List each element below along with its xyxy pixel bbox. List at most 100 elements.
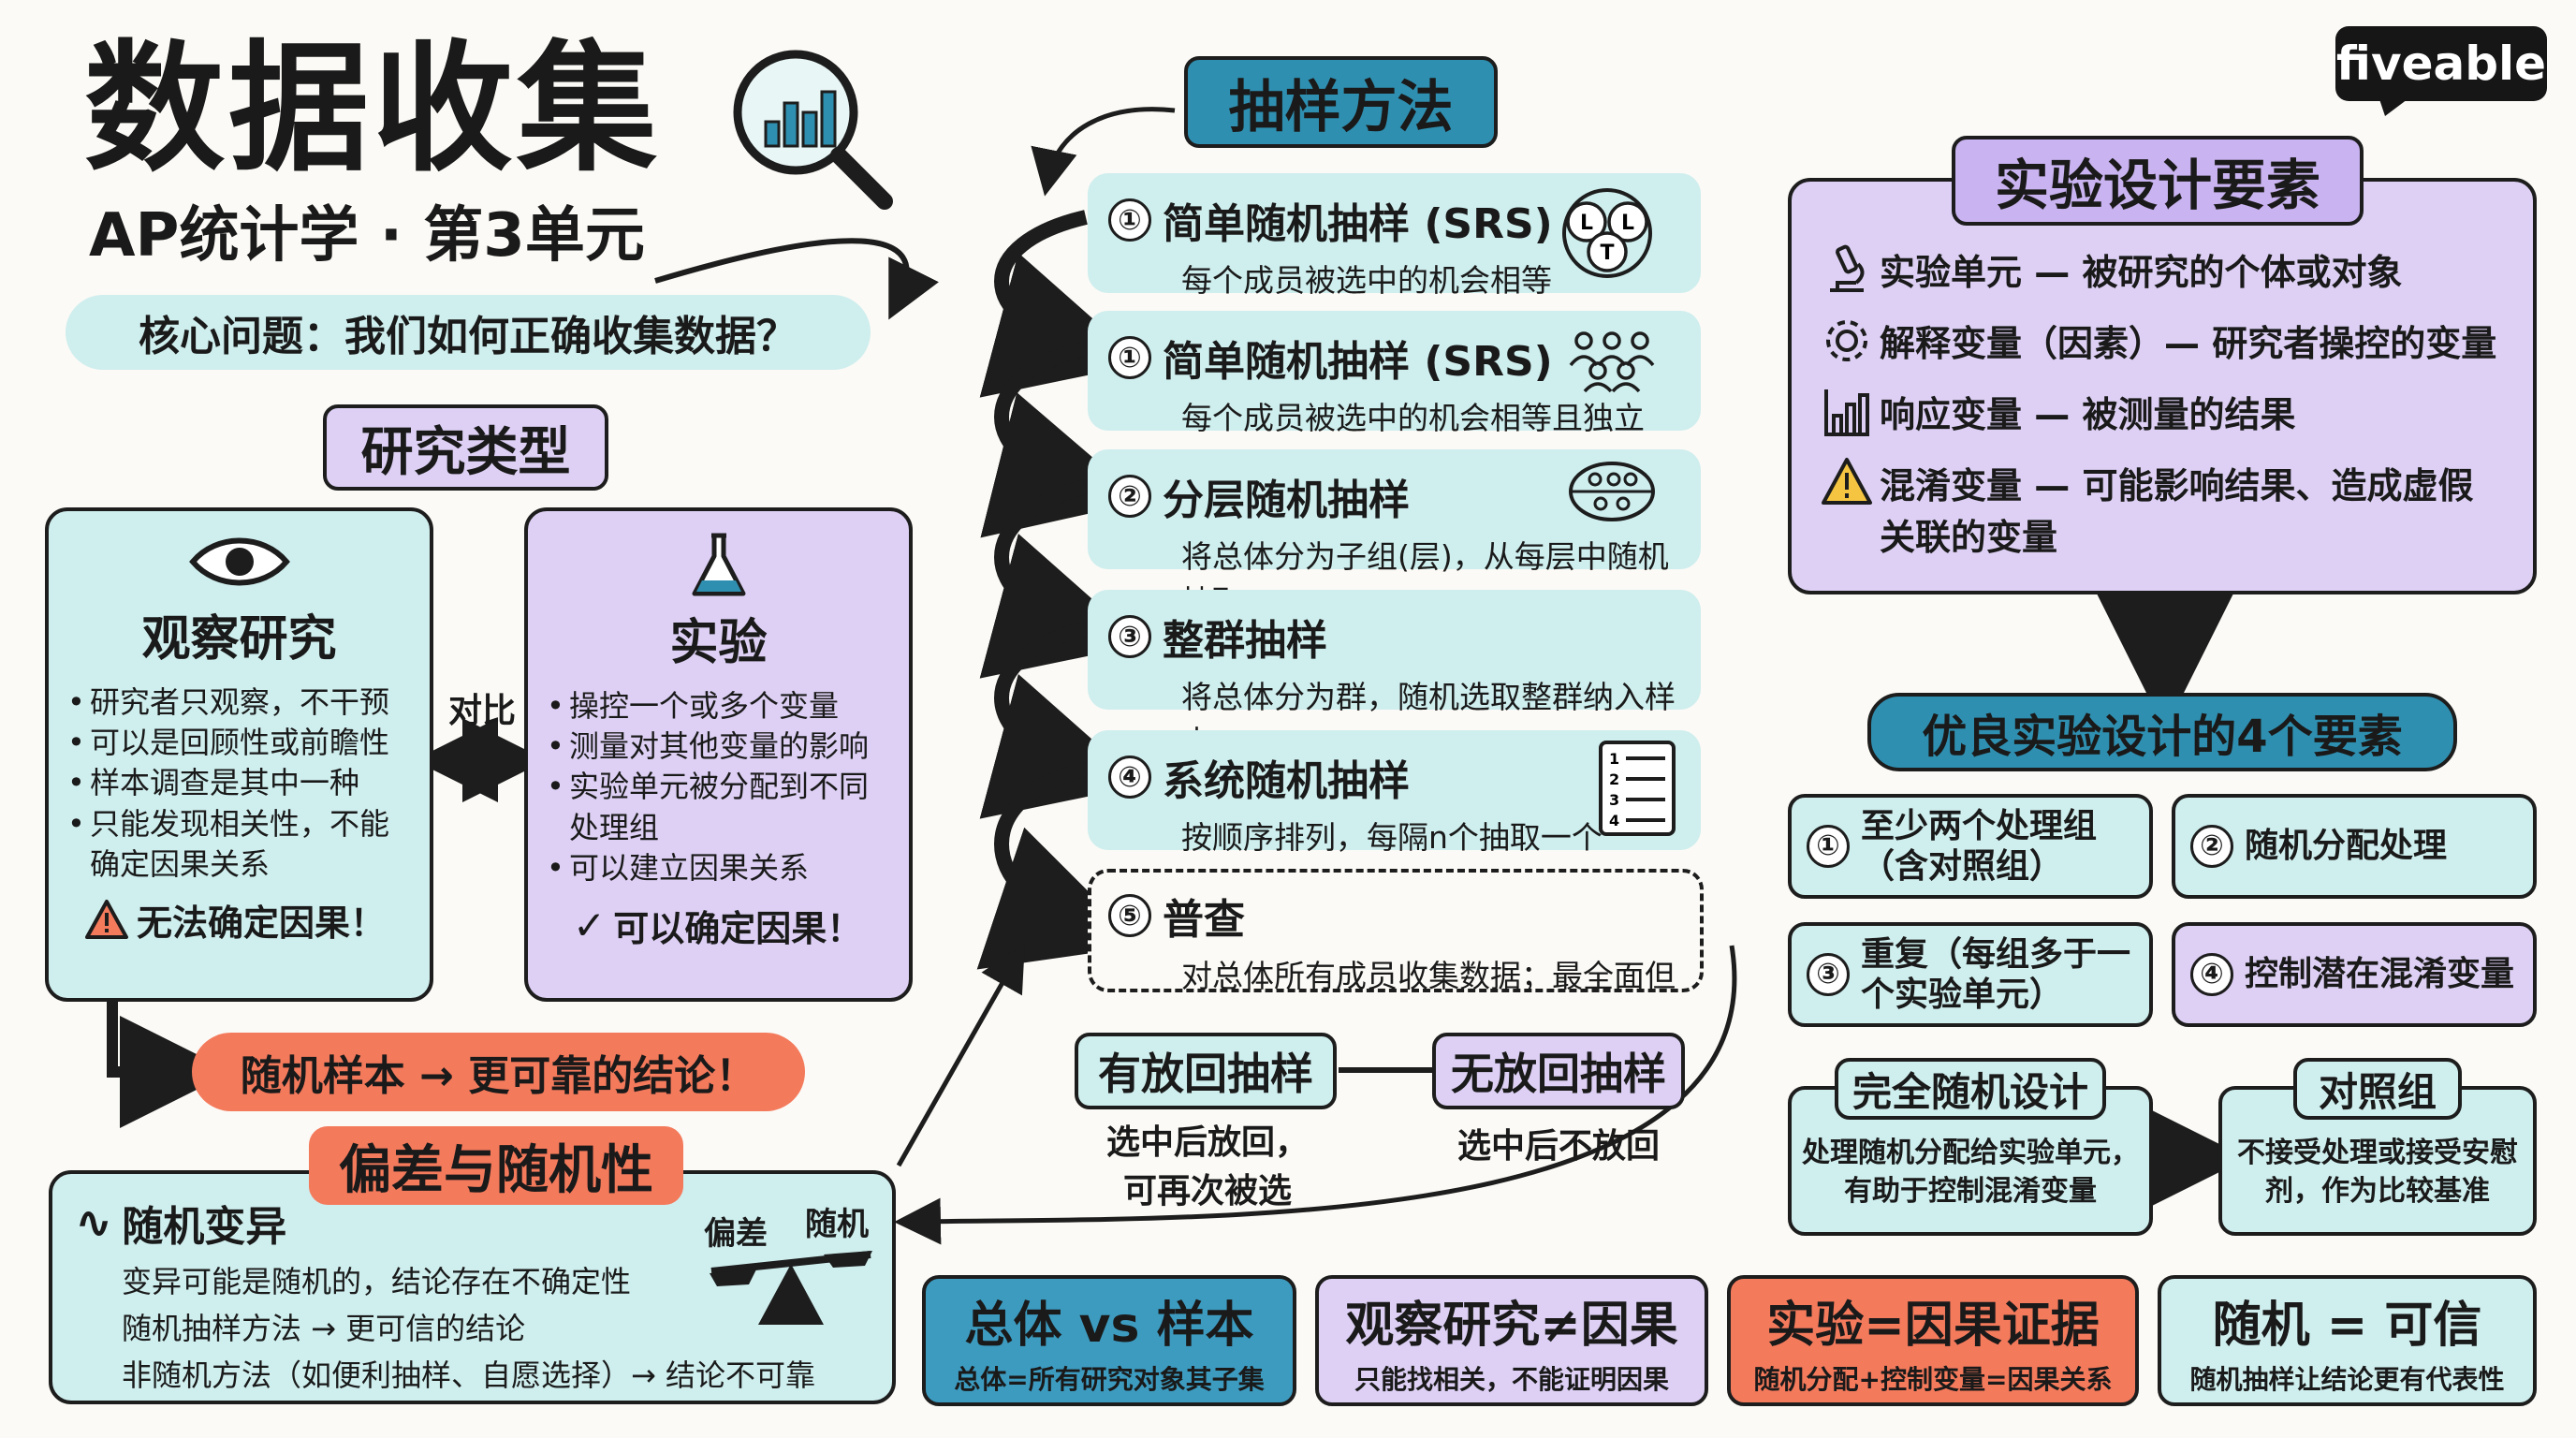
lottery-balls-icon: L L T [1562, 188, 1652, 278]
observational-bullet: 样本调查是其中一种 [66, 763, 413, 803]
subtitle: AP统计学 · 第3单元 [89, 201, 645, 271]
observational-bullet: 只能发现相关性，不能确定因果关系 [66, 804, 413, 885]
page-title: 数据收集 [84, 28, 662, 191]
method-title: 分层随机抽样 [1163, 477, 1410, 524]
wave-icon: ∿ [75, 1196, 113, 1249]
warning-icon [85, 900, 128, 940]
compare-label: 对比 [447, 692, 516, 730]
method-number: ① [1108, 198, 1151, 242]
method-title: 整群抽样 [1163, 617, 1327, 665]
req-number: ② [2190, 825, 2233, 868]
experiment-note: ✓ 可以确定因果！ [545, 900, 892, 951]
without-replacement-desc: 选中后不放回 [1456, 1127, 1660, 1166]
bias-line: 变异可能是随机的，结论存在不确定性 [122, 1264, 632, 1299]
list-number: 4 [1609, 812, 1619, 829]
summary-desc: 总体=所有研究对象其子集 [954, 1363, 1265, 1395]
req-number: ① [1807, 825, 1850, 868]
sampling-method-census: ⑤ 普查 对总体所有成员收集数据；最全面但 [1088, 869, 1704, 994]
method-title: 系统随机抽样 [1163, 757, 1410, 805]
element-text: 混淆变量 — 可能影响结果、造成虚假关联的变量 [1880, 465, 2474, 558]
observational-note: 无法确定因果！ [66, 894, 413, 946]
method-desc: 每个成员被选中的机会相等且独立 [1181, 400, 1645, 436]
warning-icon [1822, 458, 1872, 505]
summary-title: 观察研究≠因果 [1345, 1297, 1678, 1354]
crd-desc: 处理随机分配给实验单元，有助于控制混淆变量 [1802, 1137, 2139, 1208]
requirement-4: ④ 控制潜在混淆变量 [2172, 922, 2537, 1027]
random-variation-title: ∿ 随机变异 [75, 1193, 870, 1253]
checkmark-icon: ✓ [573, 902, 607, 948]
ball-letter: T [1600, 242, 1614, 265]
summary-tile-random: 随机 = 可信 随机抽样让结论更有代表性 [2158, 1275, 2537, 1406]
experiment-design-card: 实验单元 — 被研究的个体或对象 解释变量（因素）— 研究者操控的变量 响应变量… [1788, 178, 2537, 594]
sampling-heading: 抽样方法 [1184, 56, 1498, 148]
requirement-2: ② 随机分配处理 [2172, 794, 2537, 899]
req-text: 随机分配处理 [2245, 827, 2448, 866]
requirement-1: ① 至少两个处理组（含对照组） [1788, 794, 2153, 899]
experiment-card: 实验 操控一个或多个变量 测量对其他变量的影响 实验单元被分配到不同处理组 可以… [524, 507, 913, 1002]
balance-scale-icon [710, 1251, 872, 1325]
req-number: ③ [1807, 953, 1850, 996]
element-row-units: 实验单元 — 被研究的个体或对象 [1814, 243, 2510, 296]
experiment-bullet: 可以建立因果关系 [545, 848, 892, 888]
method-number: ④ [1108, 756, 1151, 799]
summary-title: 随机 = 可信 [2212, 1297, 2482, 1354]
numbered-list-icon: 1 2 3 4 [1599, 741, 1676, 836]
experiment-design-heading: 实验设计要素 [1952, 136, 2364, 226]
method-number: ⑤ [1108, 894, 1151, 937]
crd-title: 完全随机设计 [1835, 1058, 2106, 1120]
element-text: 实验单元 — 被研究的个体或对象 [1880, 252, 2403, 293]
study-types-heading: 研究类型 [323, 404, 608, 491]
list-number: 3 [1609, 791, 1619, 809]
method-title: 简单随机抽样 (SRS) [1163, 200, 1553, 248]
element-text: 响应变量 — 被测量的结果 [1880, 394, 2296, 435]
experiment-note-text: 可以确定因果！ [613, 907, 863, 949]
random-variation-label: 随机变异 [122, 1203, 287, 1251]
method-number: ② [1108, 475, 1151, 518]
microscope-icon [1830, 244, 1865, 292]
method-title: 普查 [1163, 896, 1245, 944]
strata-icon [1569, 462, 1655, 521]
observational-study-card: 观察研究 研究者只观察，不干预 可以是回顾性或前瞻性 样本调查是其中一种 只能发… [45, 507, 433, 1002]
method-title: 简单随机抽样 (SRS) [1163, 338, 1553, 386]
summary-desc: 随机分配+控制变量=因果关系 [1753, 1363, 2113, 1395]
without-replacement-label: 无放回抽样 [1432, 1033, 1685, 1109]
scale-right-label: 随机 [805, 1206, 869, 1243]
summary-tile-population: 总体 vs 样本 总体=所有研究对象其子集 [922, 1275, 1296, 1406]
magnifier-chart-icon [733, 50, 893, 210]
brand-logo: fiveable [2335, 26, 2547, 101]
summary-title: 总体 vs 样本 [964, 1297, 1254, 1354]
summary-tile-observation: 观察研究≠因果 只能找相关，不能证明因果 [1315, 1275, 1708, 1406]
control-title: 对照组 [2293, 1058, 2462, 1120]
bias-line: 非随机方法（如便利抽样、自愿选择）→ 结论不可靠 [122, 1357, 815, 1393]
ball-letter: L [1621, 212, 1634, 235]
method-desc: 对总体所有成员收集数据；最全面但 [1181, 958, 1676, 994]
bias-heading: 偏差与随机性 [309, 1126, 683, 1205]
observational-title: 观察研究 [141, 611, 337, 668]
summary-desc: 只能找相关，不能证明因果 [1354, 1363, 1669, 1395]
with-replacement-label: 有放回抽样 [1075, 1033, 1337, 1109]
req-text: 至少两个处理组（含对照组） [1861, 806, 2098, 886]
observational-bullet: 研究者只观察，不干预 [66, 682, 413, 723]
experiment-bullet: 操控一个或多个变量 [545, 686, 892, 726]
req-text: 重复（每组多于一个实验单元） [1861, 934, 2131, 1014]
experiment-title: 实验 [669, 615, 768, 671]
element-row-confounding: 混淆变量 — 可能影响结果、造成虚假关联的变量 [1814, 457, 2510, 560]
summary-desc: 随机抽样让结论更有代表性 [2189, 1363, 2505, 1395]
control-desc: 不接受处理或接受安慰剂，作为比较基准 [2237, 1137, 2518, 1208]
bias-card: ∿ 随机变异 变异可能是随机的，结论存在不确定性 随机抽样方法 → 更可信的结论… [49, 1170, 896, 1404]
experiment-bullet: 测量对其他变量的影响 [545, 726, 892, 767]
scale-left-label: 偏差 [704, 1215, 768, 1253]
list-number: 2 [1609, 770, 1619, 788]
core-question: 核心问题：我们如何正确收集数据？ [66, 295, 871, 370]
observational-bullet: 可以是回顾性或前瞻性 [66, 723, 413, 763]
eye-icon [188, 537, 290, 586]
flask-icon [692, 533, 745, 596]
bias-line: 随机抽样方法 → 更可信的结论 [122, 1311, 526, 1346]
requirement-3: ③ 重复（每组多于一个实验单元） [1788, 922, 2153, 1027]
element-row-explanatory: 解释变量（因素）— 研究者操控的变量 [1814, 315, 2510, 367]
brand-tail [2378, 94, 2415, 116]
